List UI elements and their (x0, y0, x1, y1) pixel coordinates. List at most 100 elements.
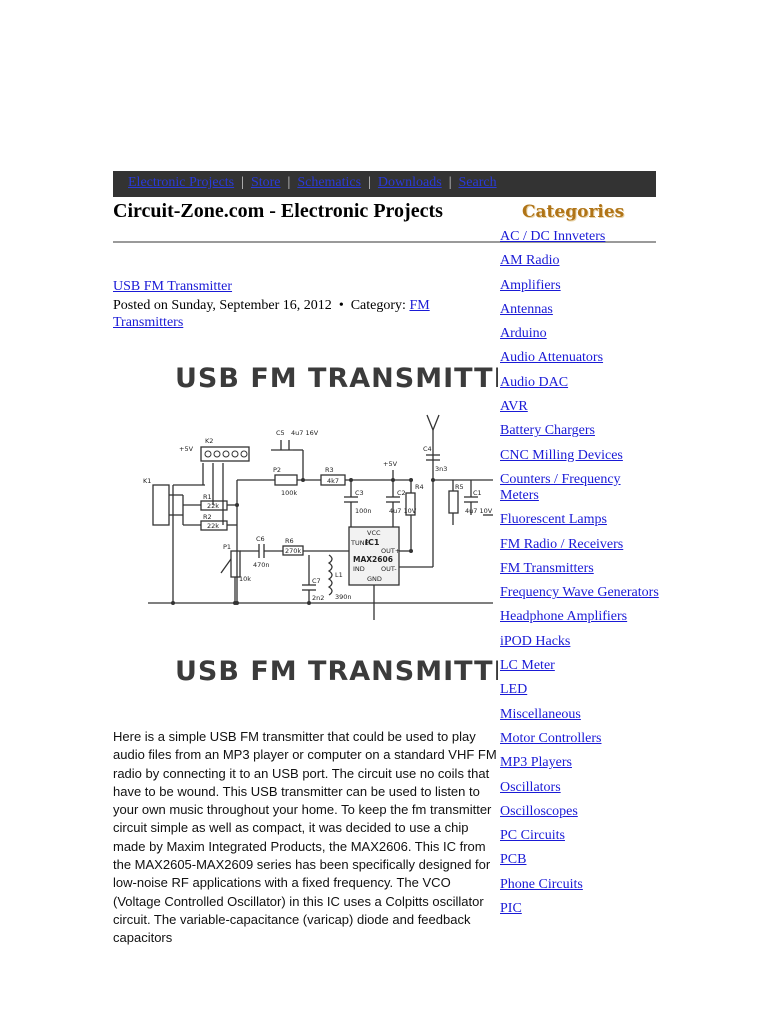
label-p1-val: 10k (239, 575, 251, 583)
category-item: Amplifiers (500, 278, 660, 294)
label-ind: IND (353, 565, 365, 573)
label-c1: C1 (473, 489, 482, 497)
category-item: LED (500, 682, 660, 698)
label-c3-val: 100n (355, 507, 372, 515)
category-link[interactable]: AM Radio (500, 253, 560, 269)
category-link[interactable]: Antennas (500, 301, 553, 317)
category-link[interactable]: Audio Attenuators (500, 350, 604, 366)
category-item: Audio DAC (500, 375, 660, 391)
category-link[interactable]: Miscellaneous (500, 706, 581, 722)
label-r5: R5 (455, 483, 464, 491)
meta-bullet: • (338, 298, 344, 313)
category-link[interactable]: Frequency Wave Generators (500, 585, 659, 601)
category-link[interactable]: AVR (500, 399, 528, 415)
category-item: AC / DC Innveters (500, 229, 660, 245)
category-link[interactable]: iPOD Hacks (500, 633, 571, 649)
nav-link-downloads[interactable]: Downloads (377, 175, 442, 190)
label-out-plus: OUT+ (381, 547, 400, 555)
category-item: PIC (500, 901, 660, 917)
header-divider (113, 241, 656, 243)
category-item: Oscillators (500, 780, 660, 796)
label-c6-val: 470n (253, 561, 270, 569)
category-item: AM Radio (500, 253, 660, 269)
post-title: USB FM Transmitter (113, 279, 232, 295)
category-item: Battery Chargers (500, 423, 660, 439)
category-item: FM Transmitters (500, 561, 660, 577)
category-link[interactable]: Amplifiers (500, 277, 561, 293)
post-category-link[interactable]: FM Transmitters (113, 298, 430, 330)
categories-header: Categories (522, 202, 642, 226)
category-link[interactable]: Phone Circuits (500, 876, 583, 892)
category-link[interactable]: LED (500, 682, 528, 698)
category-item: Audio Attenuators (500, 350, 660, 366)
nav-link-schematics[interactable]: Schematics (297, 175, 362, 190)
label-r3-val: 4k7 (327, 477, 339, 485)
category-item: Fluorescent Lamps (500, 512, 660, 528)
label-l1: L1 (335, 571, 343, 579)
label-p1: P1 (223, 543, 231, 551)
category-item: Frequency Wave Generators (500, 585, 660, 601)
label-vcc: VCC (367, 529, 381, 537)
site-title: Circuit-Zone.com - Electronic Projects (113, 200, 443, 222)
category-link[interactable]: Arduino (500, 326, 547, 342)
label-r6-val: 270k (285, 547, 301, 555)
category-item: Arduino (500, 326, 660, 342)
category-link[interactable]: MP3 Players (500, 755, 572, 771)
label-r3: R3 (325, 466, 334, 474)
category-link[interactable]: Counters / Frequency Meters (500, 471, 621, 503)
nav-items: Electronic Projects|Store|Schematics|Dow… (128, 175, 497, 191)
schematic-title-top: USB FM TRANSMITTER (175, 363, 498, 394)
category-link[interactable]: Oscillators (500, 779, 561, 795)
post-title-link[interactable]: USB FM Transmitter (113, 279, 233, 294)
category-item: MP3 Players (500, 755, 660, 771)
category-link[interactable]: Fluorescent Lamps (500, 512, 607, 528)
category-item: Headphone Amplifiers (500, 609, 660, 625)
category-link[interactable]: CNC Milling Devices (500, 447, 623, 463)
category-item: Antennas (500, 302, 660, 318)
posted-date: Posted on Sunday, September 16, 2012 (113, 298, 332, 313)
label-r1-val: 22k (207, 502, 219, 510)
category-link[interactable]: AC / DC Innveters (500, 229, 606, 244)
schematic-title-bottom: USB FM TRANSMITTER (175, 656, 498, 687)
label-l1-val: 390n (335, 593, 352, 601)
category-item: PCB (500, 852, 660, 868)
nav-link-electronic-projects[interactable]: Electronic Projects (128, 175, 235, 190)
label-c4-val: 3n3 (435, 465, 447, 473)
post-meta: Posted on Sunday, September 16, 2012 • C… (113, 297, 473, 331)
category-link[interactable]: Headphone Amplifiers (500, 609, 628, 625)
category-item: iPOD Hacks (500, 634, 660, 650)
label-c2-val: 4u7 10V (389, 507, 417, 515)
category-link[interactable]: FM Radio / Receivers (500, 536, 624, 552)
category-item: Motor Controllers (500, 731, 660, 747)
label-r4: R4 (415, 483, 424, 491)
label-c5: C5 (276, 429, 285, 437)
label-r2-val: 22k (207, 522, 219, 530)
label-p2: P2 (273, 466, 281, 474)
category-link[interactable]: Audio DAC (500, 374, 569, 390)
label-k2: K2 (205, 437, 213, 445)
nav-link-store[interactable]: Store (250, 175, 281, 190)
category-item: Oscilloscopes (500, 804, 660, 820)
category-item: Phone Circuits (500, 877, 660, 893)
category-link[interactable]: PCB (500, 852, 527, 868)
label-r6: R6 (285, 537, 294, 545)
category-item: LC Meter (500, 658, 660, 674)
label-k1: K1 (143, 477, 151, 485)
category-item: Miscellaneous (500, 707, 660, 723)
label-c1-val: 4u7 10V (465, 507, 493, 515)
category-link[interactable]: Motor Controllers (500, 730, 602, 746)
label-r1: R1 (203, 493, 212, 501)
category-item: CNC Milling Devices (500, 448, 660, 464)
nav-link-search[interactable]: Search (458, 175, 497, 190)
category-link[interactable]: FM Transmitters (500, 560, 594, 576)
category-link[interactable]: LC Meter (500, 658, 555, 674)
label-5v-left: +5V (179, 445, 194, 453)
nav-separator: | (241, 175, 244, 190)
label-5v-mid: +5V (383, 460, 398, 468)
category-link[interactable]: PIC (500, 901, 522, 917)
category-link[interactable]: PC Circuits (500, 828, 565, 844)
label-gnd: GND (367, 575, 382, 583)
category-link[interactable]: Battery Chargers (500, 423, 595, 439)
category-item: AVR (500, 399, 660, 415)
category-link[interactable]: Oscilloscopes (500, 803, 578, 819)
